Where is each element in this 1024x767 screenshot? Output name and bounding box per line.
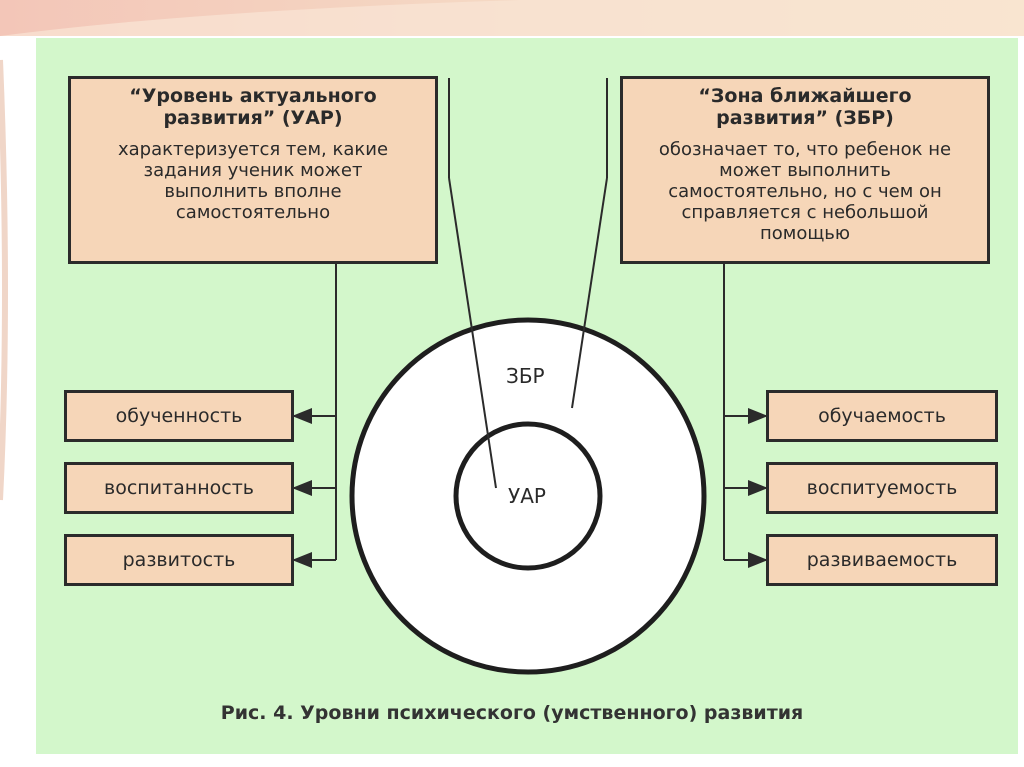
left-item-vospitannost: воспитанность bbox=[64, 462, 294, 514]
left-item-obuchennost: обученность bbox=[64, 390, 294, 442]
zbr-definition-box: “Зона ближайшего развития” (ЗБР) обознач… bbox=[620, 76, 990, 264]
left-item-razvitost: развитость bbox=[64, 534, 294, 586]
right-item-razvivaemost: развиваемость bbox=[766, 534, 998, 586]
zbr-description: обозначает то, что ребенок не может выпо… bbox=[658, 139, 952, 244]
uar-pointer-line bbox=[448, 177, 497, 489]
uar-definition-box: “Уровень актуального развития” (УАР) хар… bbox=[68, 76, 438, 264]
zbr-circle-label: ЗБР bbox=[506, 364, 545, 388]
figure-caption: Рис. 4. Уровни психического (умственного… bbox=[220, 702, 804, 724]
right-item-vospituemost: воспитуемость bbox=[766, 462, 998, 514]
zbr-pointer-line bbox=[571, 177, 608, 409]
uar-description: характеризуется тем, какие задания учени… bbox=[117, 139, 389, 223]
uar-circle-label: УАР bbox=[508, 484, 546, 508]
uar-title: “Уровень актуального развития” (УАР) bbox=[129, 85, 377, 129]
right-item-obuchaemost: обучаемость bbox=[766, 390, 998, 442]
zbr-title: “Зона ближайшего развития” (ЗБР) bbox=[698, 85, 912, 129]
